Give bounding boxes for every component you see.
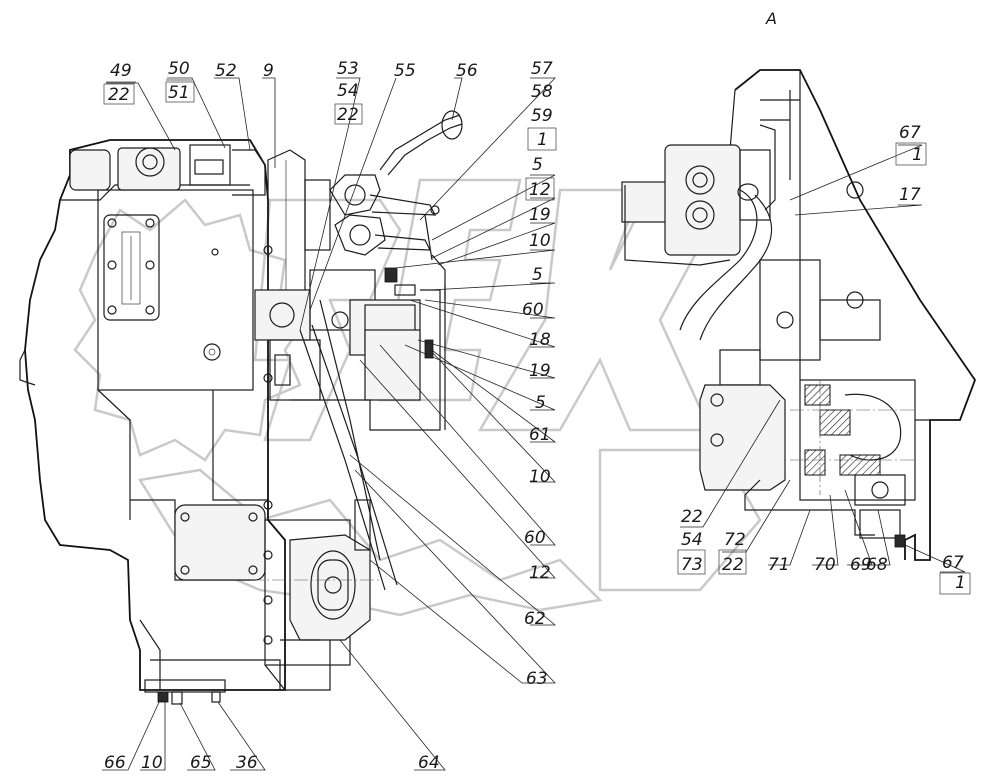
callout-10: 10: [141, 753, 163, 773]
callout-72: 72: [724, 530, 746, 550]
callout-54: 54: [681, 530, 703, 550]
callout-10: 10: [529, 467, 551, 487]
callout-49: 49: [110, 61, 132, 81]
callout-5: 5: [535, 393, 546, 413]
callout-69: 69: [850, 555, 872, 575]
callout-73: 73: [681, 555, 703, 575]
callout-1: 1: [955, 573, 966, 593]
callout-66: 66: [104, 753, 126, 773]
callout-22: 22: [681, 507, 703, 527]
callout-58: 58: [531, 82, 553, 102]
leader-lines: [102, 77, 966, 771]
callout-63: 63: [526, 669, 548, 689]
view-a-title: A: [765, 9, 777, 28]
callout-57: 57: [531, 59, 553, 79]
callout-5: 5: [532, 265, 543, 285]
callout-55: 55: [394, 61, 416, 81]
gearbox-main-view: [19, 110, 463, 705]
callout-70: 70: [814, 555, 836, 575]
callout-22: 22: [722, 555, 744, 575]
callout-60: 60: [524, 528, 546, 548]
callout-18: 18: [529, 330, 551, 350]
callout-52: 52: [215, 61, 237, 81]
callout-62: 62: [524, 609, 546, 629]
callout-67: 67: [942, 553, 964, 573]
callout-1: 1: [537, 130, 548, 150]
callout-60: 60: [522, 300, 544, 320]
callout-17: 17: [899, 185, 921, 205]
callout-51: 51: [168, 83, 190, 103]
callout-61: 61: [529, 425, 551, 445]
callout-54: 54: [337, 81, 359, 101]
view-a-detail: [621, 69, 977, 561]
callout-1: 1: [912, 145, 923, 165]
callout-10: 10: [529, 231, 551, 251]
callout-22: 22: [108, 85, 130, 105]
callout-labels: 49 22 50 51 52 9 53 54 22 55 56 57 58 59…: [103, 9, 971, 773]
callout-19: 19: [529, 361, 551, 381]
callout-12: 12: [529, 563, 551, 583]
callout-65: 65: [190, 753, 212, 773]
callout-5: 5: [532, 155, 543, 175]
callout-53: 53: [337, 59, 359, 79]
callout-19: 19: [529, 205, 551, 225]
callout-36: 36: [236, 753, 258, 773]
callout-67: 67: [899, 123, 921, 143]
callout-71: 71: [768, 555, 790, 575]
callout-59: 59: [531, 106, 553, 126]
callout-50: 50: [168, 59, 190, 79]
callout-22: 22: [337, 105, 359, 125]
callout-64: 64: [418, 753, 440, 773]
callout-68: 68: [866, 555, 888, 575]
callout-9: 9: [263, 61, 274, 81]
callout-12: 12: [529, 180, 551, 200]
callout-56: 56: [456, 61, 478, 81]
